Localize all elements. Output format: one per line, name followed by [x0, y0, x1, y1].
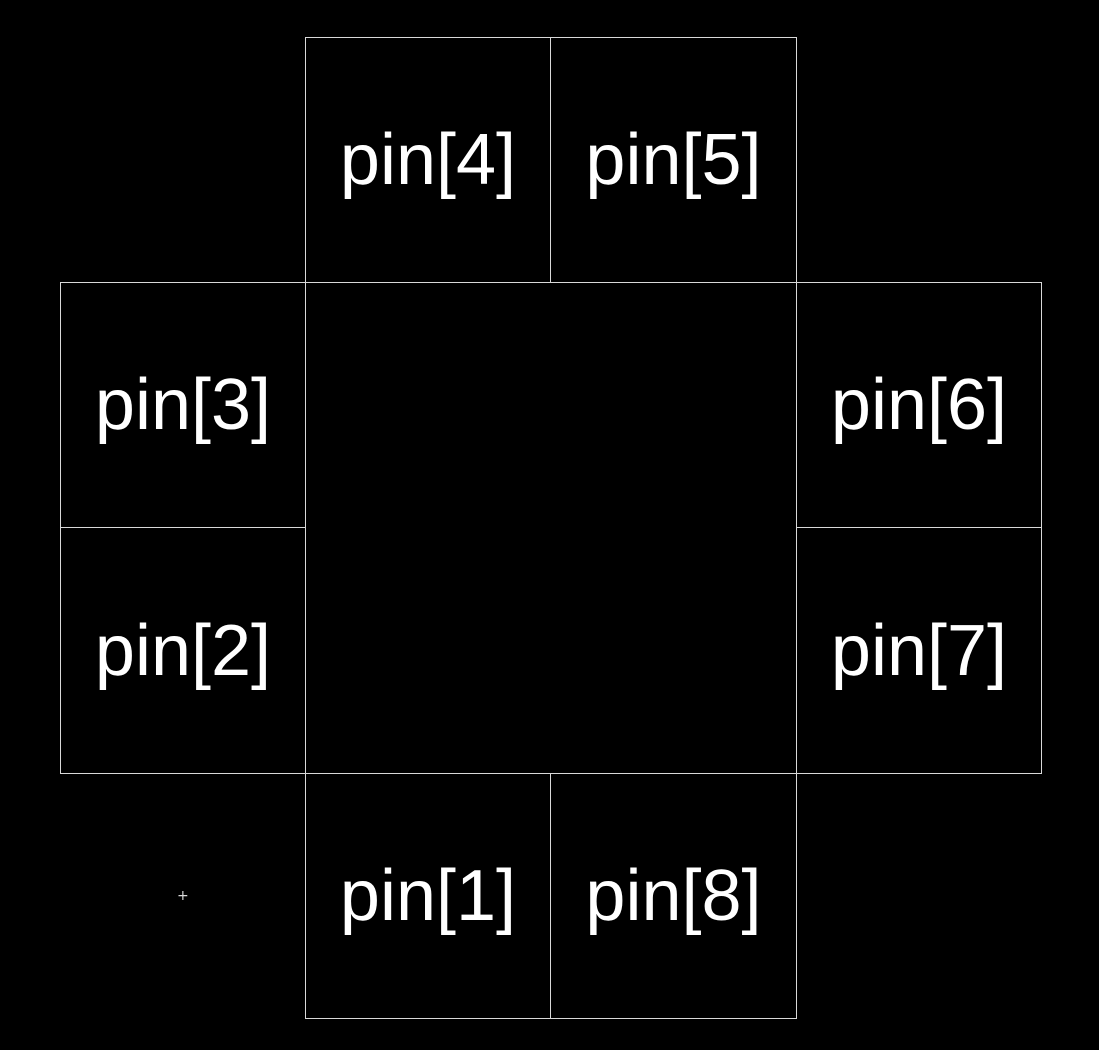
pin-label-4: pin[4] — [339, 120, 517, 200]
pin-box-1[interactable]: pin[1] — [305, 773, 551, 1019]
pin-box-7[interactable]: pin[7] — [796, 527, 1042, 774]
pin-label-6: pin[6] — [830, 365, 1008, 445]
pin-label-2: pin[2] — [94, 610, 272, 691]
pin-box-5[interactable]: pin[5] — [550, 37, 797, 283]
pin-box-3[interactable]: pin[3] — [60, 282, 306, 528]
pin-box-4[interactable]: pin[4] — [305, 37, 551, 283]
pin-label-7: pin[7] — [830, 610, 1008, 691]
pin-label-3: pin[3] — [94, 365, 272, 445]
pin-box-6[interactable]: pin[6] — [796, 282, 1042, 528]
pin-label-8: pin[8] — [585, 856, 762, 936]
origin-marker-icon: + — [177, 888, 189, 904]
pin-box-8[interactable]: pin[8] — [550, 773, 797, 1019]
pin-label-5: pin[5] — [585, 120, 762, 200]
package-body — [305, 282, 797, 774]
pin-box-2[interactable]: pin[2] — [60, 527, 306, 774]
pin-label-1: pin[1] — [339, 856, 517, 936]
